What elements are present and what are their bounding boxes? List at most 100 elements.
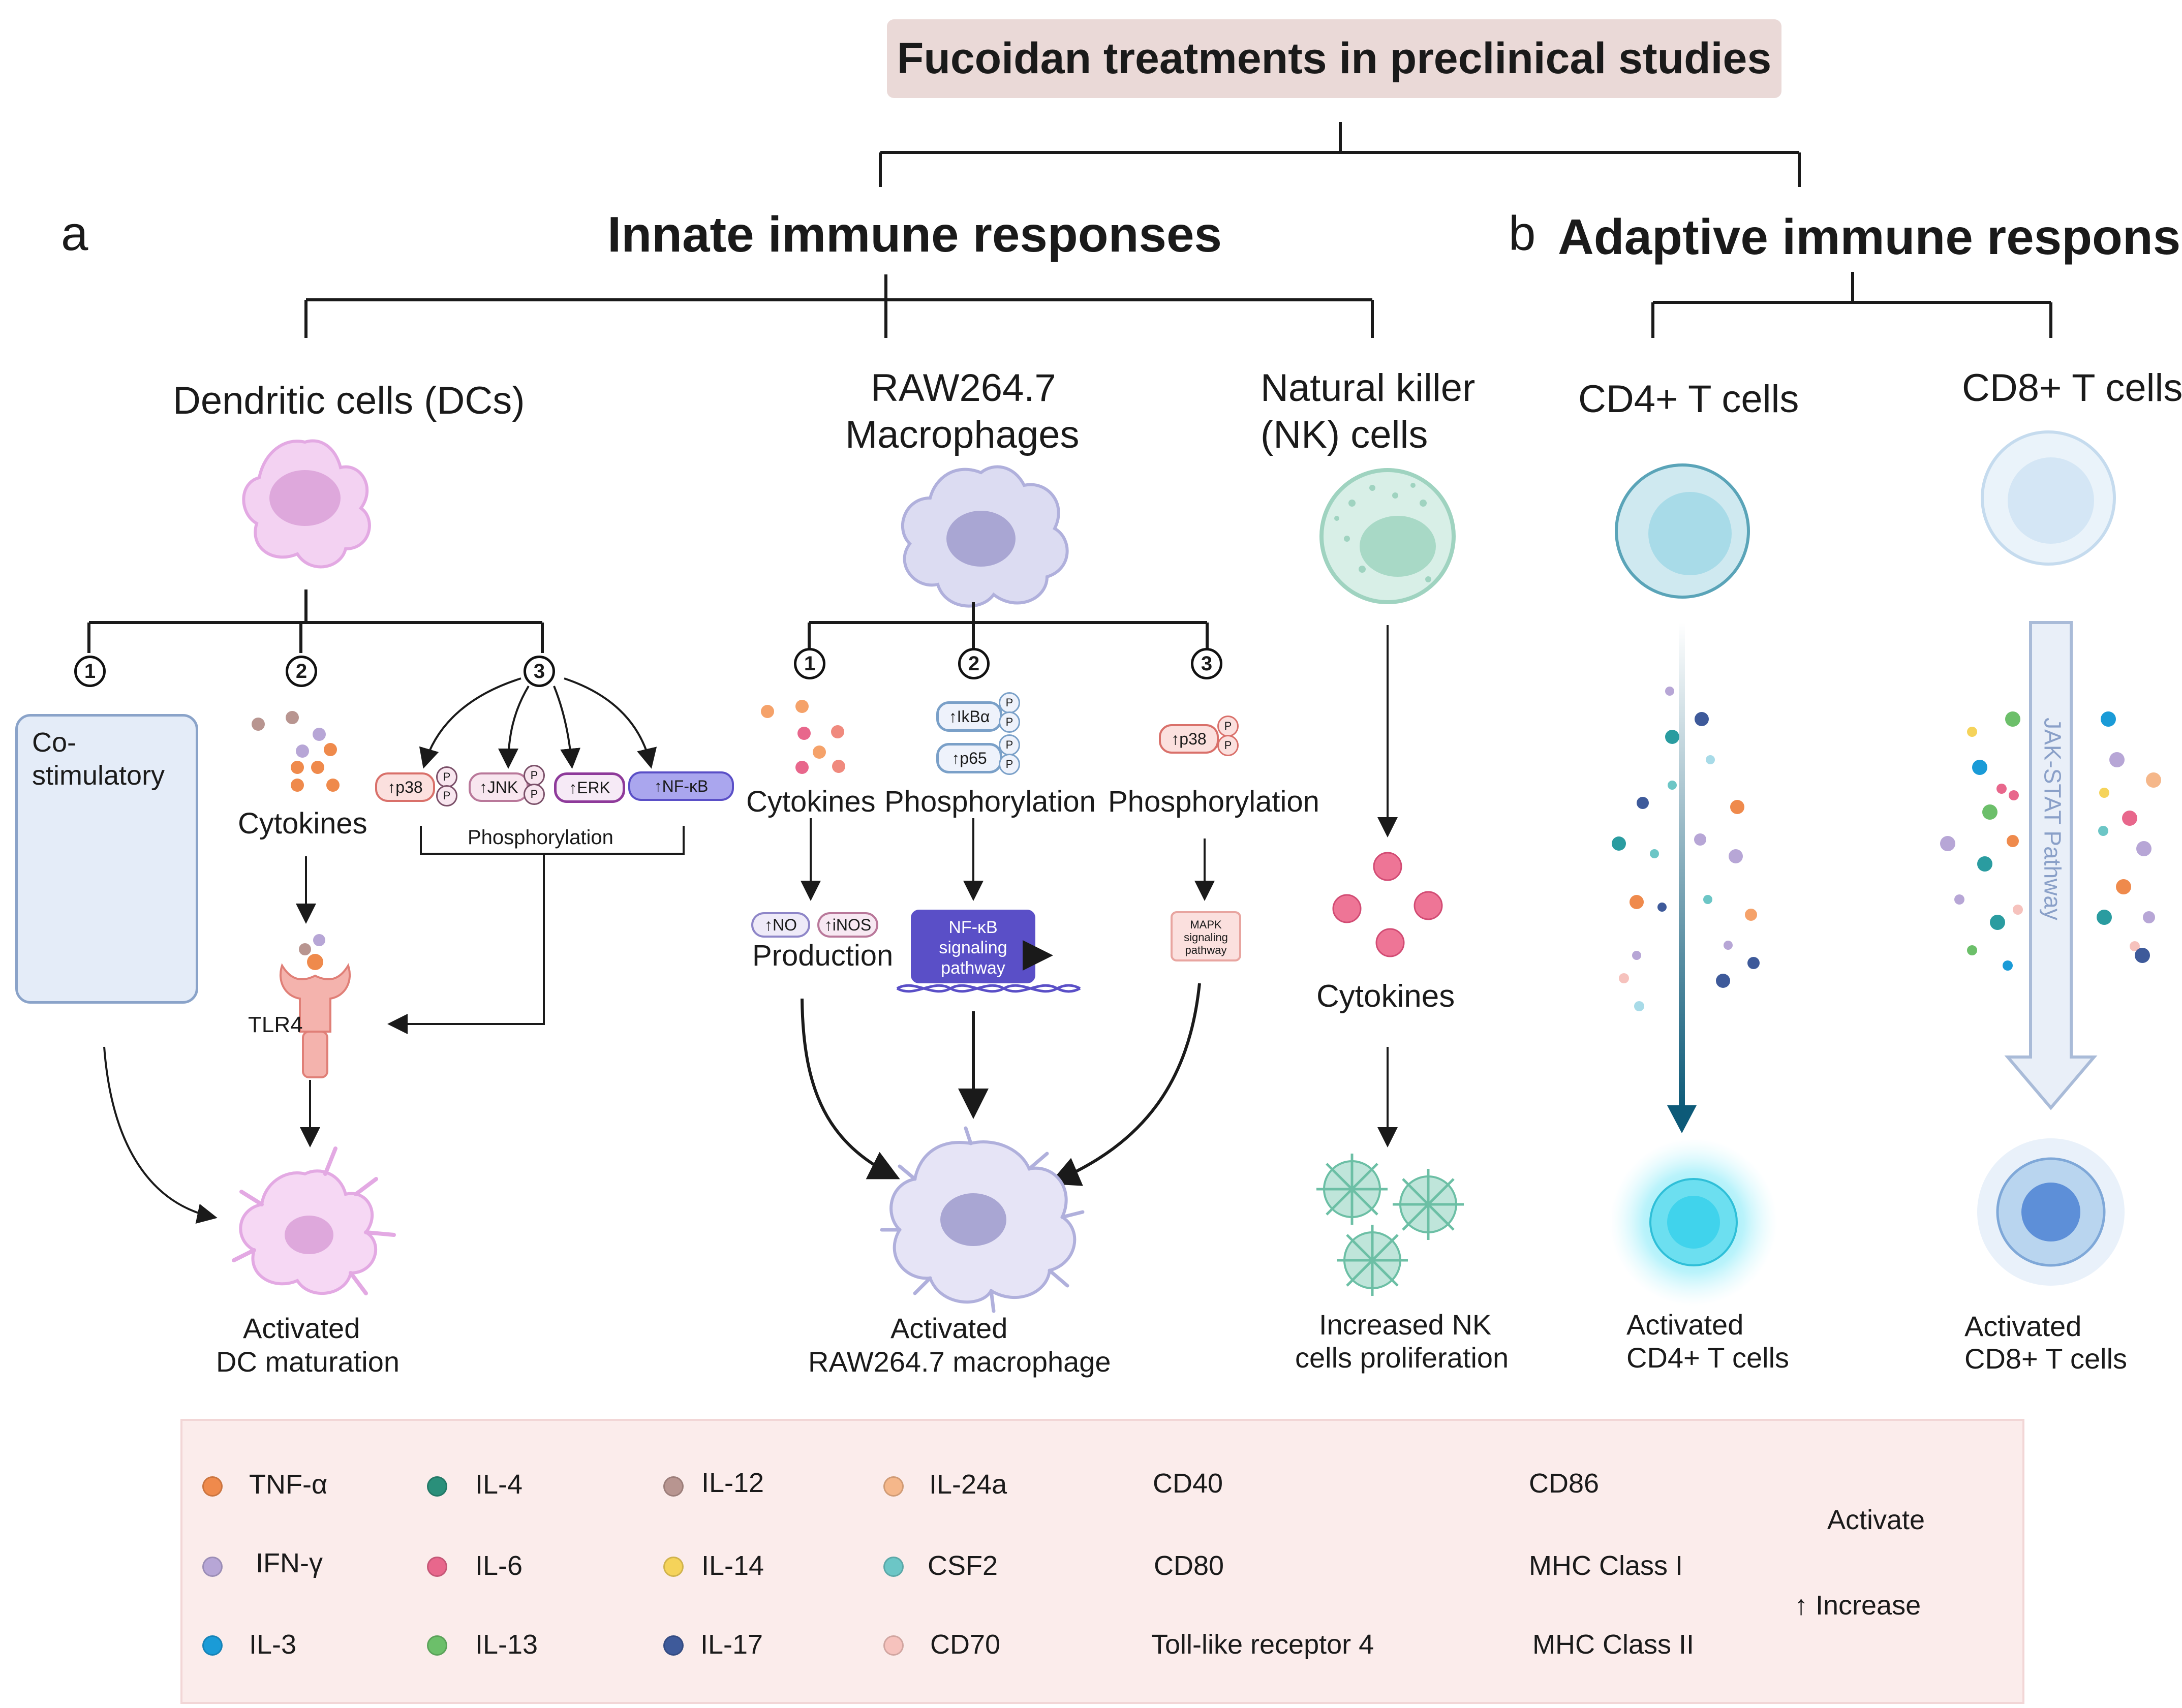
legend-dot-tnf bbox=[202, 1476, 223, 1497]
legend-dot-csf2 bbox=[883, 1557, 904, 1577]
raw-production-label: Production bbox=[752, 939, 894, 972]
legend-dot-il17 bbox=[663, 1635, 684, 1656]
raw-p38-pill: ↑p38 bbox=[1159, 724, 1219, 754]
dc-result-1: Activated bbox=[243, 1312, 360, 1344]
cd8-result-1: Activated bbox=[1964, 1310, 2082, 1342]
cd8-cytokine-dots bbox=[1940, 711, 2161, 971]
dc-phosphorylation-label: Phosphorylation bbox=[468, 826, 613, 849]
legend-il14: IL-14 bbox=[701, 1550, 764, 1581]
dc-nfkb-pill: ↑NF-κB bbox=[628, 771, 734, 801]
dc-result-2: DC maturation bbox=[216, 1346, 400, 1378]
dc-branch2-arrows bbox=[103, 856, 320, 1224]
nk-cytokine-dots bbox=[1332, 852, 1443, 957]
raw-ikba-phospho-2: P bbox=[999, 711, 1020, 733]
legend-cd86: CD86 bbox=[1529, 1468, 1600, 1499]
tlr4-label: TLR4 bbox=[248, 1012, 303, 1037]
nfkb-box-line-2: signaling bbox=[939, 938, 1007, 957]
cd8-result-2: CD8+ T cells bbox=[1964, 1343, 2128, 1375]
legend-csf2: CSF2 bbox=[928, 1550, 998, 1581]
legend-ifn: IFN-γ bbox=[256, 1548, 323, 1578]
legend-cd70: CD70 bbox=[930, 1629, 1001, 1660]
title-tree bbox=[879, 122, 1801, 187]
legend-dot-il3 bbox=[202, 1635, 223, 1656]
mapk-box-line-2: signaling bbox=[1184, 931, 1228, 944]
legend-dot-cd70 bbox=[883, 1635, 904, 1656]
dendritic-cell-icon bbox=[242, 439, 371, 569]
dc-jnk-phospho-1: P bbox=[524, 765, 545, 786]
dc-erk-pill: ↑ERK bbox=[554, 772, 625, 803]
cd4-result-2: CD4+ T cells bbox=[1626, 1342, 1790, 1374]
legend-il4: IL-4 bbox=[475, 1469, 523, 1500]
adaptive-tree bbox=[1651, 272, 2052, 338]
raw-cytokine-dots bbox=[761, 700, 845, 774]
dc-title: Dendritic cells (DCs) bbox=[173, 379, 525, 422]
legend-dot-il13 bbox=[427, 1635, 447, 1656]
legend-tnf: TNF-α bbox=[249, 1469, 328, 1500]
raw-p38-phospho-2: P bbox=[1217, 735, 1239, 756]
cd8-title: CD8+ T cells bbox=[1962, 366, 2182, 410]
legend-box bbox=[180, 1419, 2024, 1704]
mapk-pathway-box bbox=[1171, 911, 1241, 961]
dc-step-2: 2 bbox=[286, 656, 317, 687]
raw-step-3: 3 bbox=[1191, 648, 1222, 679]
nk-cytokines-label: Cytokines bbox=[1316, 979, 1455, 1014]
raw-step-2: 2 bbox=[958, 648, 990, 679]
costim-label-1: Co- bbox=[32, 727, 77, 758]
legend-tlr4: Toll-like receptor 4 bbox=[1151, 1629, 1374, 1660]
mapk-box-line-1: MAPK bbox=[1190, 918, 1222, 931]
legend-il12: IL-12 bbox=[701, 1468, 764, 1498]
activated-macrophage-icon bbox=[880, 1126, 1085, 1313]
raw-p65-phospho-2: P bbox=[999, 754, 1020, 775]
raw-ikba-phospho-1: P bbox=[999, 692, 1020, 713]
raw-title-2: Macrophages bbox=[845, 413, 1080, 456]
legend-dot-il24a bbox=[883, 1476, 904, 1497]
legend-il24a: IL-24a bbox=[929, 1469, 1007, 1500]
raw-inos-pill: ↑iNOS bbox=[817, 912, 878, 938]
nfkb-box-line-3: pathway bbox=[941, 958, 1005, 978]
legend-il3: IL-3 bbox=[249, 1629, 297, 1660]
nk-result-2: cells proliferation bbox=[1295, 1342, 1509, 1374]
raw-p65-phospho-1: P bbox=[999, 734, 1020, 756]
cd4-cytokine-dots bbox=[1612, 687, 1760, 1011]
raw-tree bbox=[808, 602, 1209, 653]
cd4-result-1: Activated bbox=[1626, 1309, 1744, 1341]
cd4-cell-icon bbox=[1615, 463, 1750, 599]
legend-dot-il4 bbox=[427, 1476, 447, 1497]
legend-activate: Activate bbox=[1827, 1505, 1925, 1535]
nk-title-2: (NK) cells bbox=[1261, 413, 1428, 456]
dc-step-3: 3 bbox=[524, 656, 555, 687]
raw-step-1: 1 bbox=[794, 648, 825, 679]
legend-cd40: CD40 bbox=[1153, 1468, 1223, 1499]
legend-il13: IL-13 bbox=[475, 1629, 538, 1660]
nk-title-1: Natural killer bbox=[1261, 366, 1476, 410]
raw-title-1: RAW264.7 bbox=[871, 366, 1056, 410]
legend-il17: IL-17 bbox=[700, 1629, 763, 1660]
raw-phosphorylation-label-1: Phosphorylation bbox=[884, 785, 1096, 818]
raw-p38-phospho-1: P bbox=[1217, 716, 1239, 737]
nfkb-box-line-1: NF-κB bbox=[948, 918, 998, 937]
dc-p38-pill: ↑p38 bbox=[375, 772, 435, 802]
macrophage-icon bbox=[901, 465, 1069, 608]
legend-il6: IL-6 bbox=[475, 1550, 523, 1581]
activated-cd4-icon bbox=[1610, 1138, 1777, 1306]
jak-stat-label: JAK-STAT Pathway bbox=[2039, 718, 2066, 920]
cd4-arrow bbox=[1667, 623, 1697, 1133]
nk-proliferation-icon bbox=[1316, 1154, 1464, 1296]
cd8-cell-icon bbox=[1981, 430, 2116, 566]
legend-dot-il6 bbox=[427, 1557, 447, 1577]
cd8-jak-stat-arrow bbox=[2004, 621, 2098, 1110]
dc-cytokine-dots bbox=[252, 711, 340, 792]
panel-b-letter: b bbox=[1509, 206, 1536, 261]
cd4-title: CD4+ T cells bbox=[1578, 378, 1799, 421]
legend-dot-il14 bbox=[663, 1557, 684, 1577]
costimulatory-box: Co- stimulatory bbox=[15, 714, 198, 1004]
mapk-box-line-3: pathway bbox=[1185, 944, 1227, 956]
raw-phosphorylation-label-2: Phosphorylation bbox=[1108, 785, 1319, 818]
tlr4-receptor-icon bbox=[279, 934, 351, 1078]
dc-tree bbox=[87, 589, 544, 653]
dc-p38-phospho-2: P bbox=[436, 785, 457, 806]
dc-step-1: 1 bbox=[74, 656, 106, 687]
dc-jnk-phospho-2: P bbox=[524, 784, 545, 805]
dc-jnk-pill: ↑JNK bbox=[469, 772, 529, 802]
